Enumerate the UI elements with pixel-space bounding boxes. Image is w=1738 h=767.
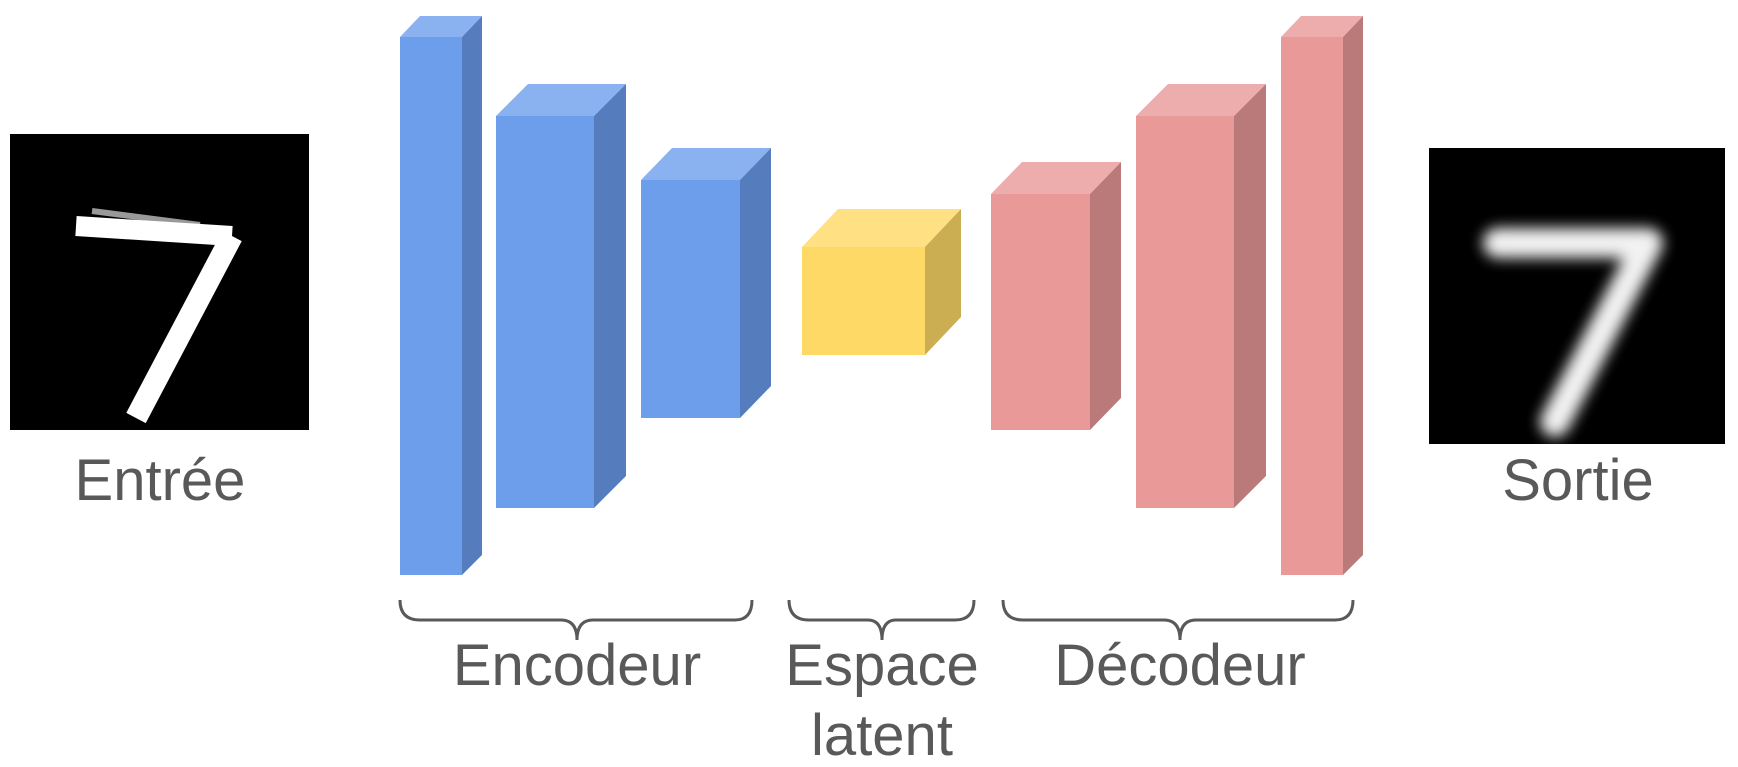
latent-layer	[802, 209, 961, 355]
encoder-label: Encodeur	[453, 633, 701, 698]
encoder-layer-3	[641, 148, 771, 418]
latent-label-line-1: Espace	[785, 633, 978, 698]
decoder-layer-1-side	[1090, 162, 1121, 430]
decoder-label: Décodeur	[1054, 633, 1305, 698]
input-image	[10, 134, 309, 430]
decoder-layer-2-side	[1234, 84, 1266, 508]
decoder-layer-1-front	[991, 194, 1090, 430]
encoder-layer-3-top	[641, 148, 771, 180]
input-digit-seven	[75, 208, 242, 424]
encoder-layer-2-side	[594, 84, 626, 508]
encoder-layer-3-side	[740, 148, 771, 418]
encoder-layer-3-front	[641, 180, 740, 418]
latent-label-line-2: latent	[811, 703, 953, 767]
decoder-layer-1-top	[991, 162, 1121, 194]
latent-layer-side	[925, 209, 961, 355]
encoder-brace	[398, 599, 754, 641]
decoder-layer-3-top	[1281, 16, 1363, 37]
latent-layer-front	[802, 247, 925, 355]
output-label: Sortie	[1502, 448, 1654, 513]
encoder-layer-2-front	[496, 116, 594, 508]
input-label: Entrée	[75, 448, 246, 513]
decoder-layer-2-front	[1136, 116, 1234, 508]
latent-brace	[787, 599, 976, 641]
encoder-layer-1-top	[400, 16, 482, 37]
output-image	[1429, 148, 1725, 444]
decoder-layer-2-top	[1136, 84, 1266, 116]
decoder-layer-3	[1281, 16, 1363, 575]
encoder-layer-1-front	[400, 37, 462, 575]
decoder-layer-3-front	[1281, 37, 1343, 575]
latent-layer-top	[802, 209, 961, 247]
encoder-layer-1	[400, 16, 482, 575]
decoder-layer-3-side	[1343, 16, 1363, 575]
output-digit-seven	[1483, 228, 1663, 437]
encoder-layer-1-side	[462, 16, 482, 575]
decoder-layer-1	[991, 162, 1121, 430]
encoder-layer-2-top	[496, 84, 626, 116]
encoder-layer-2	[496, 84, 626, 508]
decoder-layer-2	[1136, 84, 1266, 508]
decoder-brace	[1001, 599, 1355, 641]
